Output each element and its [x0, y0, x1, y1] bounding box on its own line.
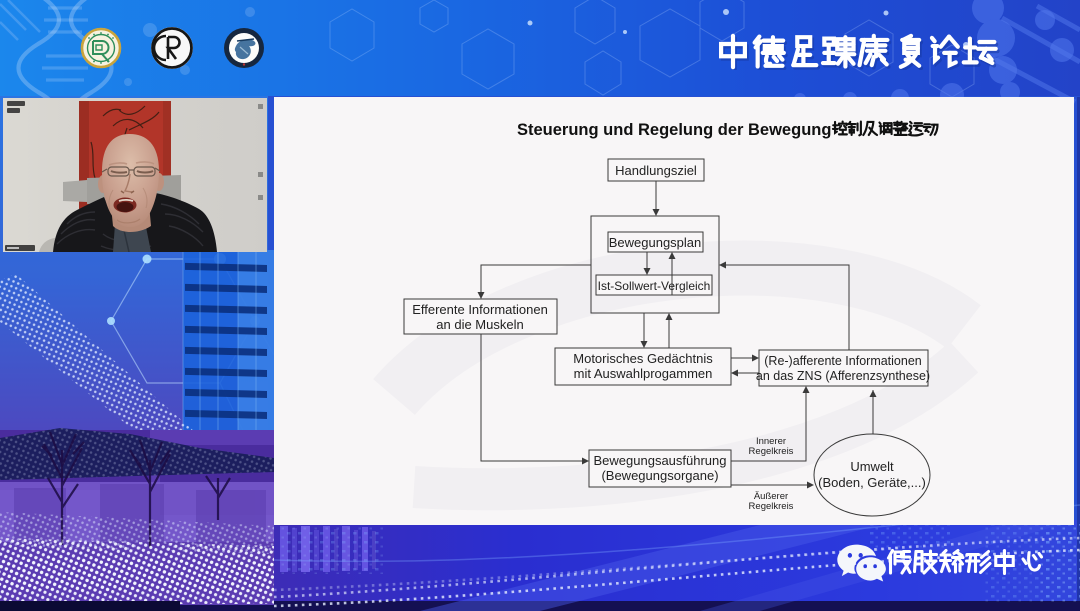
svg-text:Steuerung und Regelung der Bew: Steuerung und Regelung der Bewegung [517, 121, 831, 139]
svg-text:Motorisches Gedächtnis: Motorisches Gedächtnis [573, 351, 713, 366]
svg-text:Ist-Sollwert-Vergleich: Ist-Sollwert-Vergleich [598, 279, 711, 293]
svg-text:(Bewegungsorgane): (Bewegungsorgane) [601, 468, 718, 483]
svg-text:Handlungsziel: Handlungsziel [615, 163, 697, 178]
svg-text:Bewegungsplan: Bewegungsplan [609, 235, 702, 250]
svg-text:Regelkreis: Regelkreis [749, 501, 794, 512]
svg-text:Bewegungsausführung: Bewegungsausführung [594, 453, 727, 468]
svg-text:Umwelt: Umwelt [850, 459, 894, 474]
svg-text:Efferente Informationen: Efferente Informationen [412, 302, 548, 317]
svg-text:an die Muskeln: an die Muskeln [436, 317, 523, 332]
svg-text:mit Auswahlprogammen: mit Auswahlprogammen [574, 366, 713, 381]
svg-text:Innerer: Innerer [756, 436, 786, 447]
svg-text:Äußerer: Äußerer [754, 491, 788, 502]
svg-text:an das ZNS (Afferenzsynthese): an das ZNS (Afferenzsynthese) [756, 369, 930, 383]
svg-text:(Boden, Geräte,...): (Boden, Geräte,...) [818, 475, 926, 490]
svg-text:Regelkreis: Regelkreis [749, 446, 794, 457]
svg-text:(Re-)afferente Informationen: (Re-)afferente Informationen [764, 354, 922, 368]
